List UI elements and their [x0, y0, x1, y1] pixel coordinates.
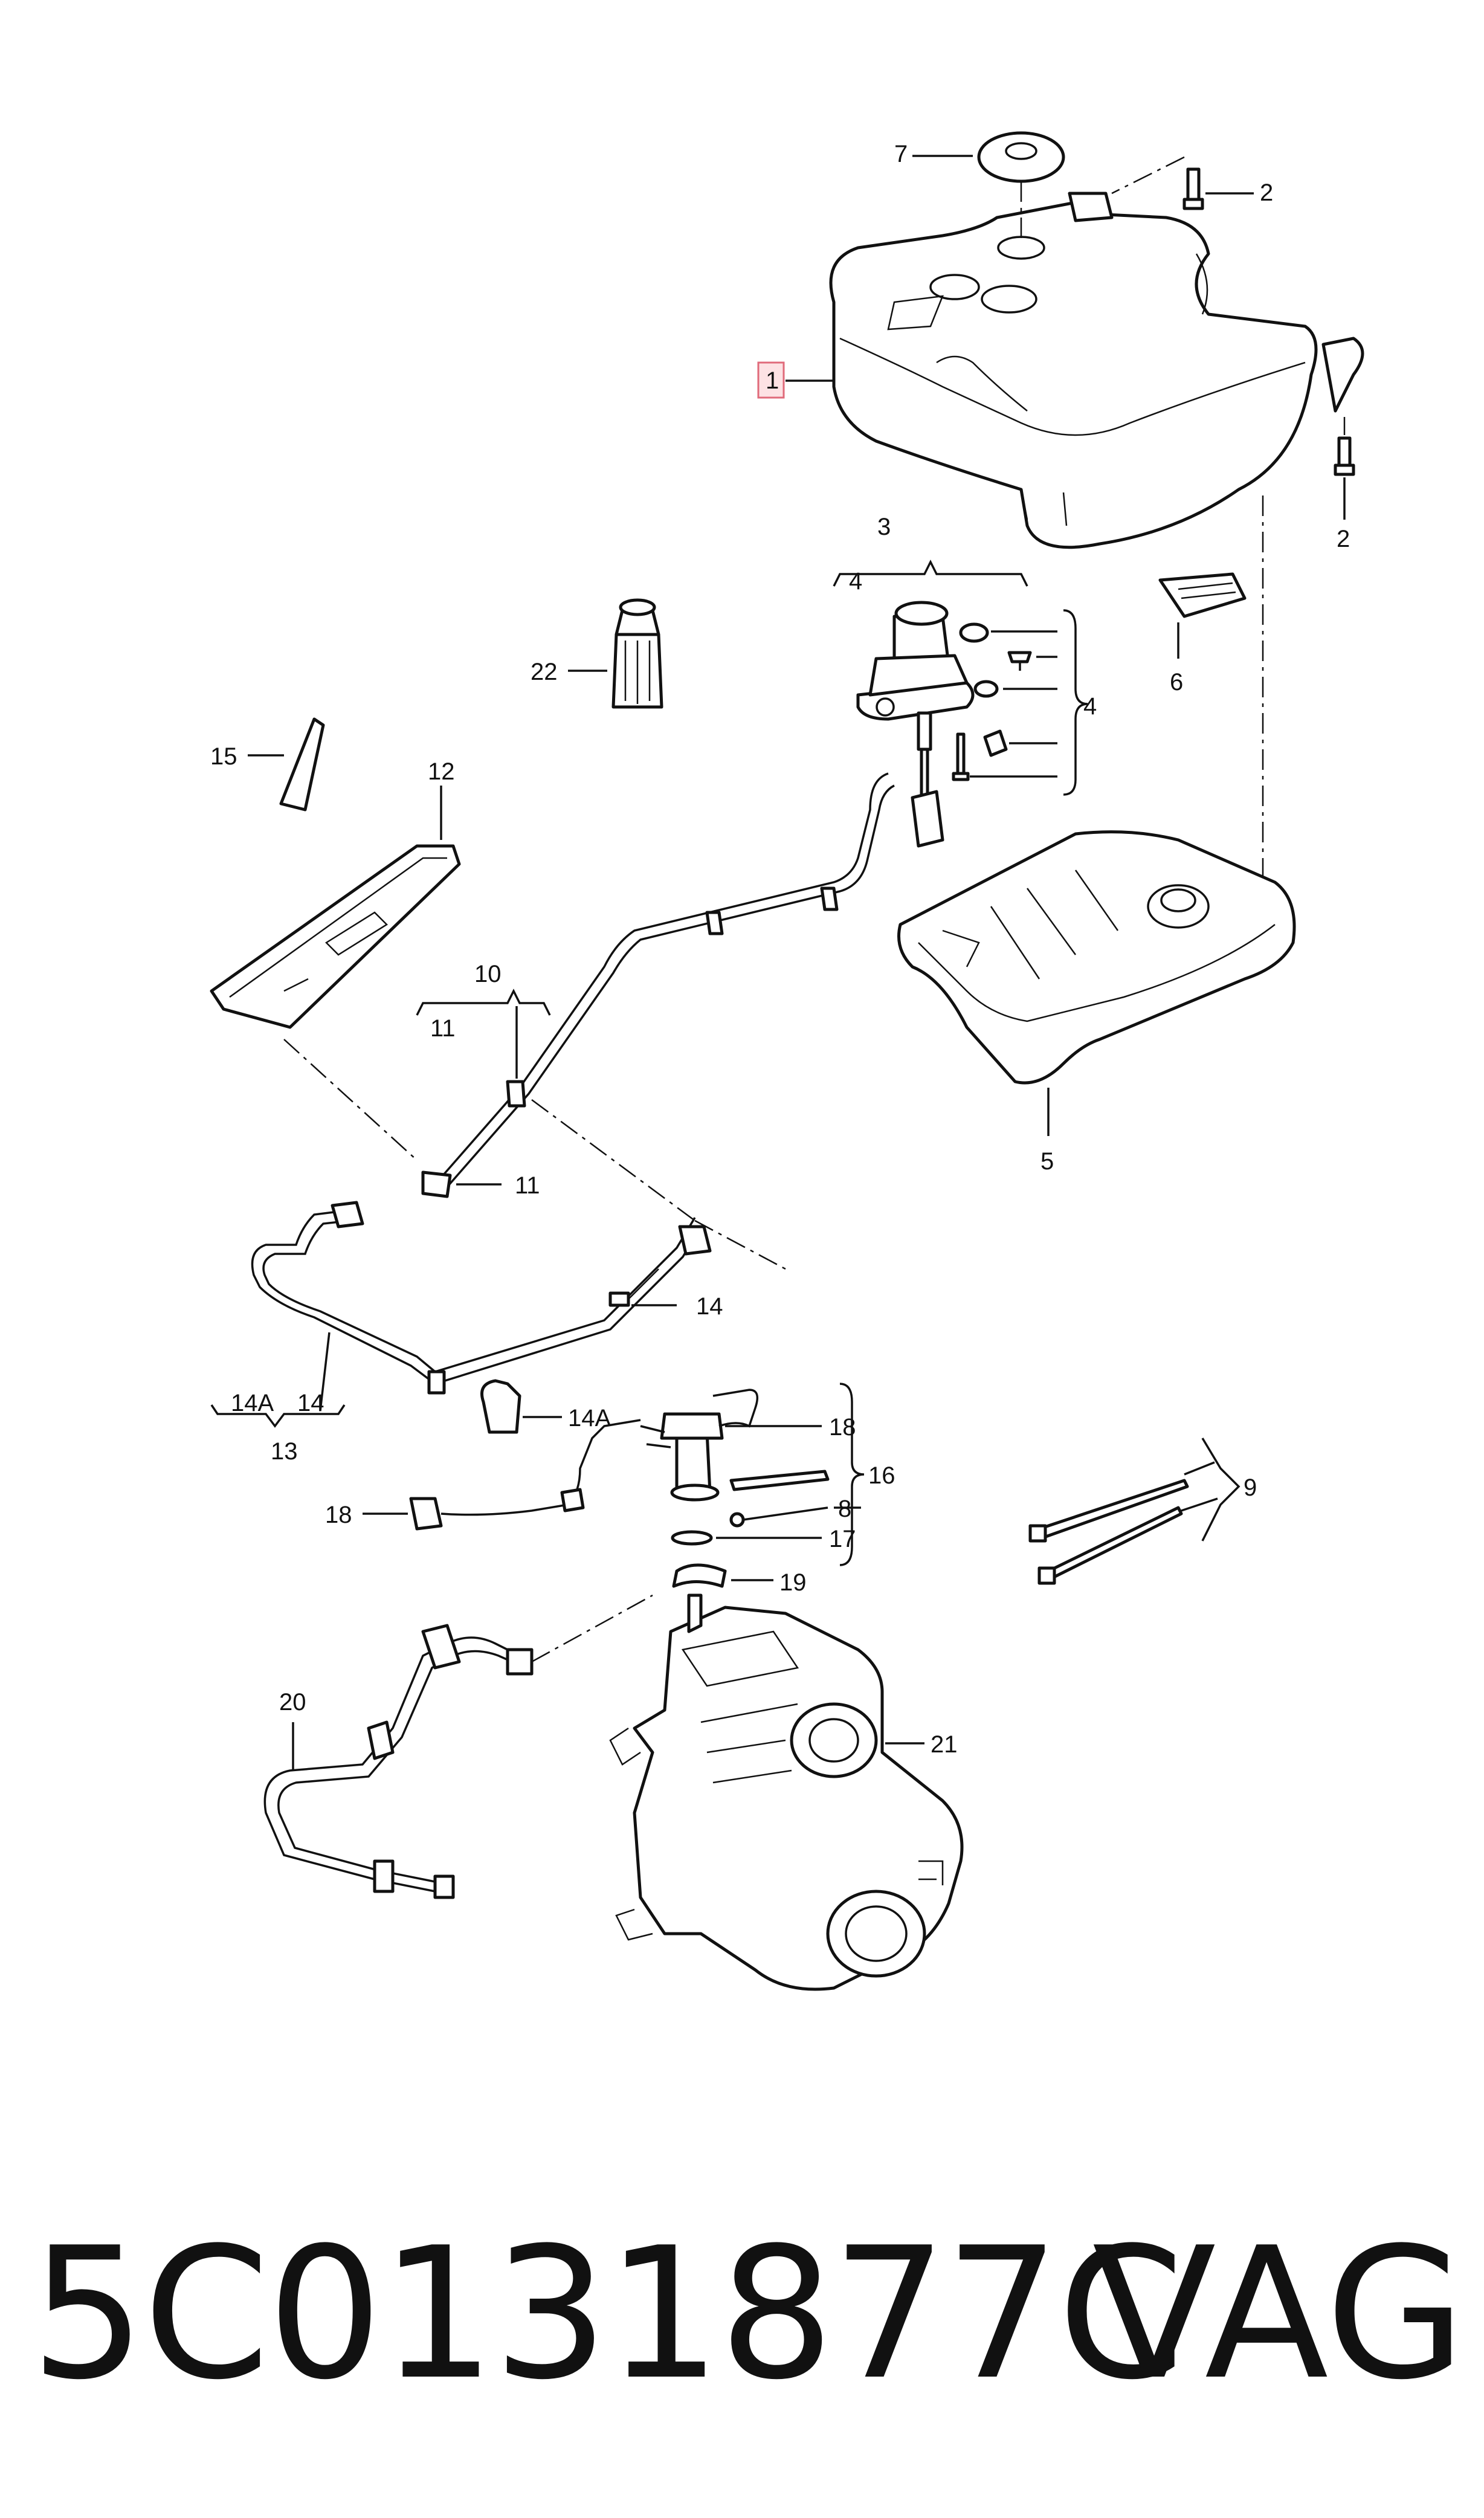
- part-2-screw-upper: [1111, 156, 1204, 210]
- part-9-cable-ties: [1028, 1438, 1240, 1585]
- callout-1: 1: [766, 367, 779, 394]
- callout-14-lower: 14: [297, 1390, 324, 1416]
- exploded-parts-diagram: 1 2 2 7 3 4 4 6 5 22 15 12 10 11 11 14 1…: [210, 131, 1364, 1991]
- part-20-harness: [263, 1594, 653, 1899]
- callout-20: 20: [279, 1689, 306, 1716]
- callout-10: 10: [474, 961, 502, 987]
- part-21-exhaust: [609, 1593, 964, 1991]
- part-12-bracket: [210, 786, 461, 1161]
- part-14A-clip: [480, 1379, 562, 1434]
- callout-8: 8: [838, 1496, 851, 1522]
- callout-3: 3: [877, 514, 891, 540]
- callout-14A-left: 14A: [231, 1390, 274, 1416]
- part-1-tank: [829, 192, 1364, 549]
- callout-15: 15: [210, 743, 237, 770]
- callout-21: 21: [931, 1731, 958, 1758]
- part-4-fittings: [952, 622, 1057, 781]
- part-3-pump: [856, 601, 975, 834]
- callout-16: 16: [868, 1462, 895, 1489]
- callout-18-lower: 18: [325, 1502, 352, 1528]
- part-10-11-pipe: [416, 772, 944, 1270]
- callout-13: 13: [271, 1438, 298, 1465]
- part-6-connector: [1158, 572, 1247, 659]
- part-22-bottle: [568, 598, 663, 709]
- callout-12: 12: [428, 758, 455, 785]
- callout-6: 6: [1170, 669, 1183, 696]
- callout-4-right: 4: [1083, 693, 1097, 720]
- callout-7: 7: [894, 141, 908, 167]
- callout-4-top: 4: [849, 568, 862, 595]
- callout-19: 19: [779, 1569, 807, 1596]
- callout-11-left: 11: [430, 1015, 456, 1042]
- callout-2-lower: 2: [1337, 526, 1350, 552]
- callout-17: 17: [829, 1526, 856, 1552]
- callout-14A-clip: 14A: [568, 1405, 611, 1432]
- callout-5: 5: [1040, 1148, 1054, 1175]
- part-2-screw-lower: [1334, 417, 1355, 476]
- callout-11-lower: 11: [515, 1172, 540, 1199]
- part-13-14-wiring: [210, 1201, 712, 1428]
- part-16-injector: [640, 1383, 865, 1588]
- part-15-trim: [248, 717, 325, 812]
- brand-label: VAG: [1092, 2209, 1466, 2420]
- footer: 5C0131877C VAG: [0, 2187, 1484, 2478]
- part-18-sensor-cable: [363, 1419, 641, 1531]
- callout-9: 9: [1244, 1474, 1257, 1501]
- part-number: 5C0131877C: [30, 2209, 1184, 2420]
- callout-18-upper: 18: [829, 1414, 856, 1441]
- callout-14-upper: 14: [696, 1293, 723, 1320]
- callout-2-upper: 2: [1260, 179, 1273, 206]
- part-7-grommet: [977, 131, 1065, 242]
- part-5-bracket: [897, 830, 1296, 1136]
- callout-22: 22: [531, 659, 558, 685]
- callout-1-highlight: [757, 361, 785, 399]
